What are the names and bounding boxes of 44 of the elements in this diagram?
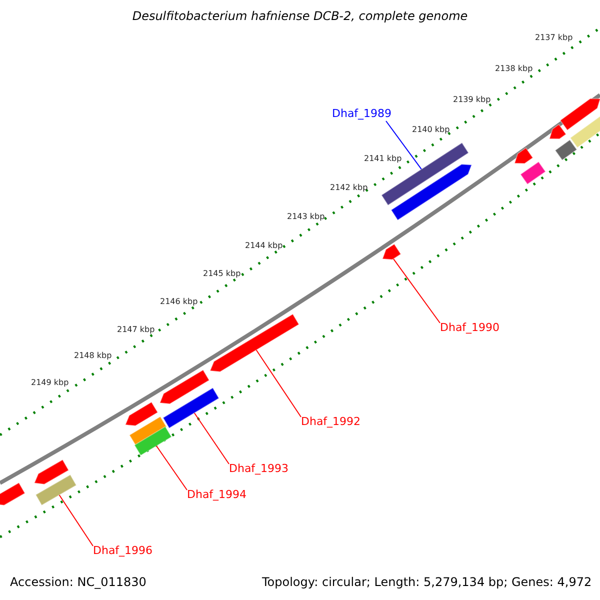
scale-label: 2142 kbp [330,184,368,192]
scale-label: 2148 kbp [74,352,112,360]
gene-feature [548,124,567,140]
scale-label: 2146 kbp [160,298,198,306]
gene-feature [124,401,158,426]
leader-line [156,445,188,490]
gene-feature [390,164,472,221]
scale-label: 2143 kbp [287,213,325,221]
leader-line [386,120,422,170]
scale-label: 2149 kbp [31,379,69,387]
gene-label: Dhaf_1992 [301,416,361,427]
gene-feature [134,426,172,456]
leader-line [194,412,230,464]
gene-feature [34,459,70,485]
gene-label: Dhaf_1996 [93,545,153,556]
gene-feature [162,387,220,429]
scale-label: 2141 kbp [364,155,402,163]
accession-note: Accession: NC_011830 [10,576,146,588]
title: Desulfitobacterium hafniense DCB-2, complete genome [131,10,469,22]
gene-label: Dhaf_1994 [187,489,247,500]
scale-label: 2138 kbp [495,65,533,73]
scale-label: 2137 kbp [535,34,573,42]
gene-feature [514,147,534,164]
gene-label: Dhaf_1990 [440,322,500,333]
gene-feature [0,482,26,506]
gene-feature [209,313,300,372]
gene-feature [35,474,77,506]
leader-line [393,258,440,324]
gene-feature [520,161,546,185]
scale-label: 2147 kbp [117,326,155,334]
genome-summary: Topology: circular; Length: 5,279,134 bp; Genes: 4,972 [262,576,592,588]
gene-label: Dhaf_1993 [229,463,289,474]
gene-feature [554,139,578,161]
gene-feature [159,369,210,404]
leader-line [256,350,302,418]
scale-label: 2144 kbp [245,242,283,250]
scale-label: 2140 kbp [412,126,450,134]
gene-feature [382,243,402,260]
gene-label: Dhaf_1989 [332,108,392,119]
leader-line [58,494,94,546]
scale-label: 2139 kbp [453,96,491,104]
scale-label: 2145 kbp [203,270,241,278]
gene-feature [570,114,600,148]
gene-feature [560,98,600,131]
